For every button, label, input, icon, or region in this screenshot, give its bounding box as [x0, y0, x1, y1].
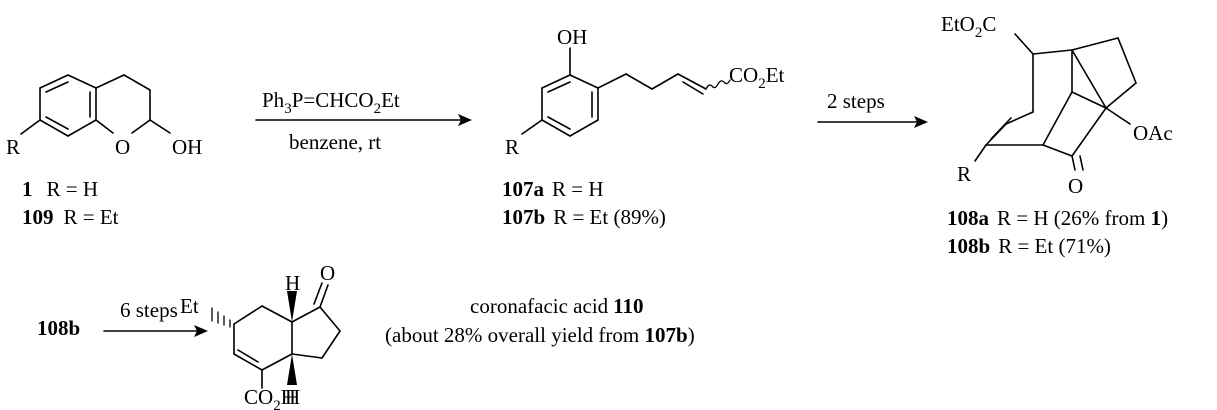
wavy-bond [705, 79, 731, 90]
ketone-o-label: O [1068, 174, 1083, 198]
arrow-head [194, 325, 208, 337]
bond [625, 73, 653, 90]
bond [39, 74, 69, 89]
double-bond [1079, 155, 1084, 171]
bond [131, 119, 151, 134]
bond [291, 306, 321, 323]
bond [1105, 107, 1131, 125]
bond [39, 119, 69, 137]
reagent-label: Ph3P=CHCO2Et [262, 88, 400, 117]
double-bond [682, 81, 704, 95]
bond [233, 305, 263, 325]
wedge-bond [287, 354, 297, 385]
bond [20, 119, 41, 135]
bond [1071, 91, 1107, 109]
acid-label: CO2H [244, 385, 296, 410]
hydrogen-label: H [285, 385, 300, 409]
bond [521, 119, 543, 135]
bond [95, 119, 114, 134]
compound-1-structure: R O OH [6, 74, 202, 159]
bond [1005, 111, 1034, 125]
bond [67, 119, 97, 137]
compound-107-structure: OH CO2Et R [505, 25, 785, 159]
reaction-arrow-1 [255, 114, 472, 126]
bond [1071, 49, 1107, 109]
double-bond [45, 81, 69, 93]
start-material-label: 108b [37, 316, 80, 340]
arrow-head [458, 114, 472, 126]
reaction-arrow-3 [103, 325, 208, 337]
ketone-o-label: O [320, 261, 335, 285]
bond [319, 284, 329, 308]
bond [1071, 107, 1107, 157]
bond [569, 119, 599, 137]
step2-label: 2 steps [827, 89, 885, 113]
bond [651, 73, 679, 90]
bond [569, 74, 599, 89]
bond [149, 119, 171, 134]
hashed-bond [211, 307, 231, 328]
double-bond [45, 116, 69, 130]
r-atom-label: R [957, 162, 971, 186]
bond [541, 119, 571, 137]
r-atom-label: R [6, 135, 20, 159]
ester-label: EtO2C [941, 12, 996, 41]
bond [1105, 82, 1137, 109]
bond [677, 73, 707, 90]
bond [261, 353, 293, 371]
bond [1071, 155, 1076, 171]
double-bond [313, 282, 323, 305]
bond [597, 73, 627, 89]
bond [1032, 49, 1073, 55]
oac-label: OAc [1133, 121, 1173, 145]
hydroxyl-label: OH [172, 135, 202, 159]
arrow-head [914, 116, 928, 128]
bond [974, 144, 987, 162]
bond [319, 306, 341, 332]
bond [321, 330, 341, 359]
wedge-bond [287, 291, 297, 322]
bond [95, 74, 125, 89]
hydrogen-label: H [285, 271, 300, 295]
bond [67, 74, 97, 89]
r-atom-label: R [505, 135, 519, 159]
double-bond [237, 349, 259, 363]
phenol-oh-label: OH [557, 25, 587, 49]
double-bond [547, 81, 571, 93]
ethyl-label: Et [180, 294, 199, 318]
conditions-label: benzene, rt [289, 130, 381, 154]
bond [261, 305, 293, 323]
bond [1014, 33, 1034, 55]
ring-oxygen-label: O [115, 135, 130, 159]
step3-label: 6 steps [120, 298, 178, 322]
compound-108-structure: EtO2C O OAc R [941, 12, 1173, 198]
double-bond [990, 117, 1012, 140]
bond [1071, 37, 1119, 51]
bond [233, 353, 263, 371]
reaction-arrow-2 [817, 116, 928, 128]
bond [1042, 91, 1073, 146]
compound-110-structure: O H H CO2H Et [180, 261, 341, 410]
bond [1042, 144, 1073, 157]
bond [291, 353, 323, 359]
bond [541, 74, 571, 89]
double-bond [547, 116, 571, 130]
yield-note-label: (about 28% overall yield from 107b) [385, 323, 695, 347]
ester-label: CO2Et [729, 63, 785, 92]
bond [1117, 37, 1137, 84]
bond [123, 74, 151, 91]
